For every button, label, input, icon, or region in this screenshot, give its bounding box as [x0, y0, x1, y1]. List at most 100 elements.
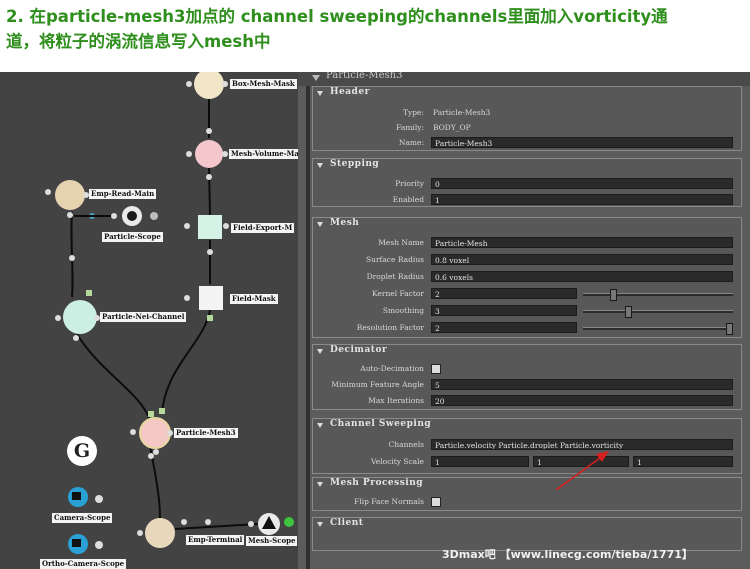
watermark-text: 3Dmax吧 【www.linecg.com/tieba/1771】	[442, 548, 693, 561]
name-field[interactable]: Particle-Mesh3	[431, 137, 733, 148]
section-mesh-toggle[interactable]: Mesh	[313, 218, 741, 232]
g-logo: G	[67, 436, 97, 466]
panel-title-bar: Particle-Mesh3	[298, 72, 750, 86]
mesh-name-label: Mesh Name	[378, 238, 424, 247]
label-particle-nei-channel: Particle-Nei-Channel	[100, 312, 187, 322]
label-ortho-camera-scope: Ortho-Camera-Scope	[40, 559, 127, 569]
resolution-factor-field[interactable]: 2	[431, 322, 577, 333]
collapse-arrow-icon[interactable]	[312, 75, 320, 81]
section-stepping: Stepping Priority 0 Enabled 1	[312, 158, 742, 207]
velocity-scale-y-field[interactable]: 1	[533, 456, 629, 467]
auto-decimation-label: Auto-Decimation	[360, 364, 424, 373]
section-header: Header Type: Particle-Mesh3 Family: BODY_O…	[312, 86, 742, 151]
node-box-mesh-mask[interactable]	[186, 72, 228, 134]
section-title: Mesh Processing	[330, 478, 424, 488]
kernel-factor-label: Kernel Factor	[372, 289, 424, 298]
velocity-scale-label: Velocity Scale	[371, 457, 424, 466]
name-label: Name:	[398, 138, 424, 147]
section-mesh-processing: Mesh Processing Flip Face Normals	[312, 477, 742, 511]
kernel-factor-slider[interactable]	[583, 289, 733, 301]
label-box-mesh-mask: Box-Mesh-Mask	[230, 79, 297, 89]
node-field-export[interactable]	[184, 215, 229, 255]
section-header-toggle[interactable]: Header	[313, 87, 741, 101]
triangle-down-icon	[317, 222, 323, 227]
droplet-radius-field[interactable]: 0.6 voxels	[431, 271, 733, 282]
section-channel-sweeping: Channel Sweeping Channels Particle.veloci…	[312, 418, 742, 474]
smoothing-field[interactable]: 3	[431, 305, 577, 316]
channels-label: Channels	[388, 440, 424, 449]
max-iterations-field[interactable]: 20	[431, 395, 733, 406]
label-field-mask: Field-Mask	[230, 294, 278, 304]
caption-line-1: 2. 在particle-mesh3加点的 channel sweeping的c…	[6, 7, 668, 26]
surface-radius-field[interactable]: 0.8 voxel	[431, 254, 733, 265]
node-field-mask[interactable]	[184, 286, 223, 321]
section-mesh-processing-toggle[interactable]: Mesh Processing	[313, 478, 741, 492]
panel-title: Particle-Mesh3	[326, 72, 403, 81]
label-emp-read-main: Emp-Read-Main	[89, 189, 157, 199]
smoothing-label: Smoothing	[382, 306, 424, 315]
triangle-down-icon	[317, 423, 323, 428]
triangle-down-icon	[317, 482, 323, 487]
section-title: Stepping	[330, 159, 380, 169]
triangle-down-icon	[317, 522, 323, 527]
instruction-caption: 2. 在particle-mesh3加点的 channel sweeping的c…	[6, 4, 744, 54]
section-decimator: Decimator Auto-Decimation Minimum Featur…	[312, 344, 742, 410]
slider-handle[interactable]	[625, 306, 632, 318]
velocity-scale-z-field[interactable]: 1	[633, 456, 733, 467]
resolution-factor-label: Resolution Factor	[356, 323, 424, 332]
node-camera-scope[interactable]	[68, 487, 103, 507]
section-client-toggle[interactable]: Client	[313, 518, 741, 532]
priority-label: Priority	[395, 179, 424, 188]
node-particle-mesh3[interactable]	[130, 408, 173, 459]
triangle-down-icon	[317, 163, 323, 168]
caption-line-2: 道，将粒子的涡流信息写入mesh中	[6, 32, 271, 51]
flip-face-normals-label: Flip Face Normals	[354, 497, 424, 506]
section-title: Channel Sweeping	[330, 419, 432, 429]
family-value: BODY_OP	[433, 123, 471, 132]
max-iterations-label: Max Iterations	[368, 396, 424, 405]
enabled-field[interactable]: 1	[431, 194, 733, 205]
enabled-label: Enabled	[392, 195, 424, 204]
section-decimator-toggle[interactable]: Decimator	[313, 345, 741, 359]
kernel-factor-field[interactable]: 2	[431, 288, 577, 299]
label-emp-terminal: Emp-Terminal	[186, 535, 245, 545]
auto-decimation-checkbox[interactable]	[431, 364, 441, 374]
mesh-name-field[interactable]: Particle-Mesh	[431, 237, 733, 248]
node-graph-wires	[45, 72, 294, 554]
node-mesh-volume-mask[interactable]	[186, 140, 228, 180]
section-channel-sweeping-toggle[interactable]: Channel Sweeping	[313, 419, 741, 433]
min-feature-angle-label: Minimum Feature Angle	[331, 380, 424, 389]
node-mesh-scope[interactable]	[248, 513, 294, 535]
section-title: Client	[330, 518, 364, 528]
section-title: Decimator	[330, 345, 388, 355]
priority-field[interactable]: 0	[431, 178, 733, 189]
node-graph-canvas[interactable]: Box-Mesh-Mask Mesh-Volume-Mas Emp-Read-M…	[0, 72, 298, 569]
node-ortho-camera-scope[interactable]	[68, 534, 103, 554]
triangle-down-icon	[317, 349, 323, 354]
node-particle-scope[interactable]	[111, 206, 158, 226]
label-mesh-volume-mask: Mesh-Volume-Mas	[229, 149, 298, 159]
type-label: Type:	[402, 108, 424, 117]
surface-radius-label: Surface Radius	[366, 255, 424, 264]
channels-field[interactable]: Particle.velocity Particle.droplet Parti…	[431, 439, 733, 450]
section-title: Mesh	[330, 218, 360, 228]
node-emp-read-main[interactable]	[45, 180, 114, 261]
slider-handle[interactable]	[725, 323, 733, 335]
triangle-down-icon	[317, 91, 323, 96]
min-feature-angle-field[interactable]: 5	[431, 379, 733, 390]
family-label: Family:	[396, 123, 424, 132]
flip-face-normals-checkbox[interactable]	[431, 497, 441, 507]
resolution-factor-slider[interactable]	[583, 323, 733, 335]
smoothing-slider[interactable]	[583, 306, 733, 318]
node-emp-terminal[interactable]	[137, 518, 211, 548]
section-mesh: Mesh Mesh Name Particle-Mesh Surface Radi…	[312, 217, 742, 338]
node-particle-nei-channel[interactable]	[55, 290, 100, 341]
section-title: Header	[330, 87, 370, 97]
section-client: Client	[312, 517, 742, 551]
velocity-scale-x-field[interactable]: 1	[431, 456, 529, 467]
slider-handle[interactable]	[610, 289, 617, 301]
section-stepping-toggle[interactable]: Stepping	[313, 159, 741, 173]
properties-panel: Particle-Mesh3 Header Type:Particle-Mesh…	[298, 72, 750, 569]
label-mesh-scope: Mesh-Scope	[246, 536, 298, 546]
